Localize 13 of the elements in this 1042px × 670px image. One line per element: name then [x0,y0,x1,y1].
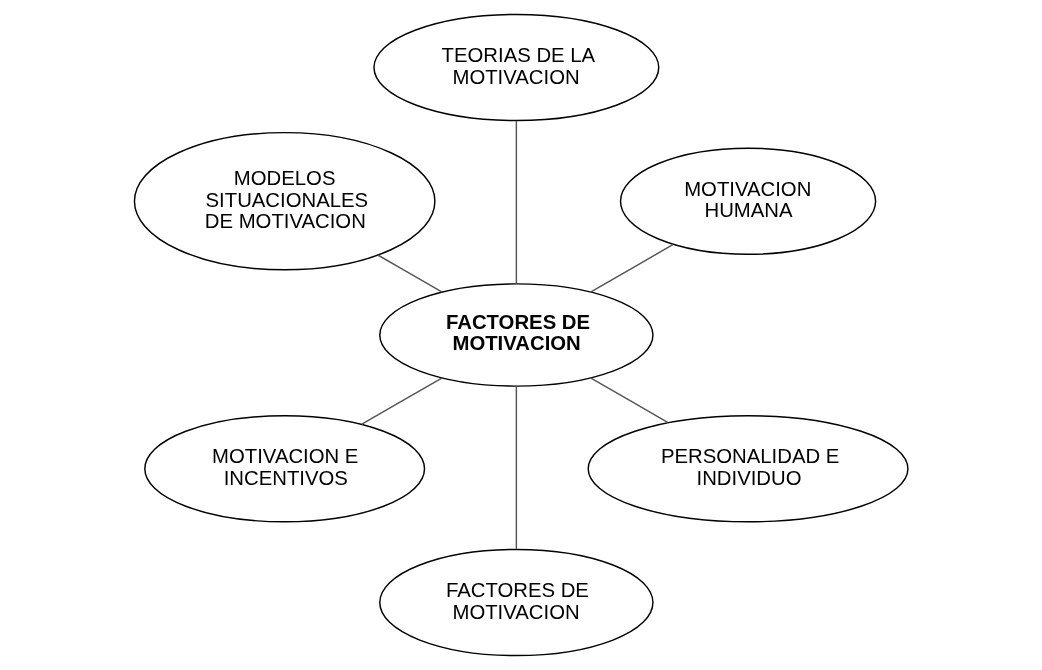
node-ellipse: FACTORES DE MOTIVACION [378,548,654,657]
node-ellipse: MOTIVACION E INCENTIVOS [143,415,425,523]
connector [360,377,442,425]
node-ellipse: TEORIAS DE LA MOTIVACION [372,13,659,122]
node-ellipse: MOTIVACION HUMANA [619,147,876,255]
node-ellipse: FACTORES DE MOTIVACION [378,283,654,387]
node-ellipse: MODELOS SITUACIONALES DE MOTIVACION [133,131,436,271]
connector [515,385,517,550]
connector [589,243,674,293]
connector [377,254,442,293]
connector [589,377,668,424]
connector [515,120,517,285]
node-ellipse: PERSONALIDAD E INDIVIDUO [587,415,909,523]
